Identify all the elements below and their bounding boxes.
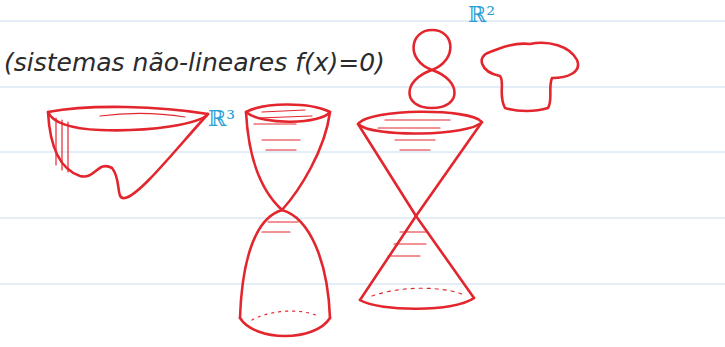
mushroom-curve xyxy=(482,43,578,111)
ruled-lines xyxy=(0,21,725,284)
space-label: ℝ³ xyxy=(208,108,235,130)
handwritten-note: (sistemas não-lineares f(x)=0) xyxy=(4,50,385,75)
bowl-surface xyxy=(48,107,208,198)
double-cone-surface xyxy=(358,112,482,309)
figure-eight-curve xyxy=(410,30,455,108)
hourglass-surface xyxy=(240,105,330,337)
space-label: ℝ² xyxy=(468,4,495,26)
